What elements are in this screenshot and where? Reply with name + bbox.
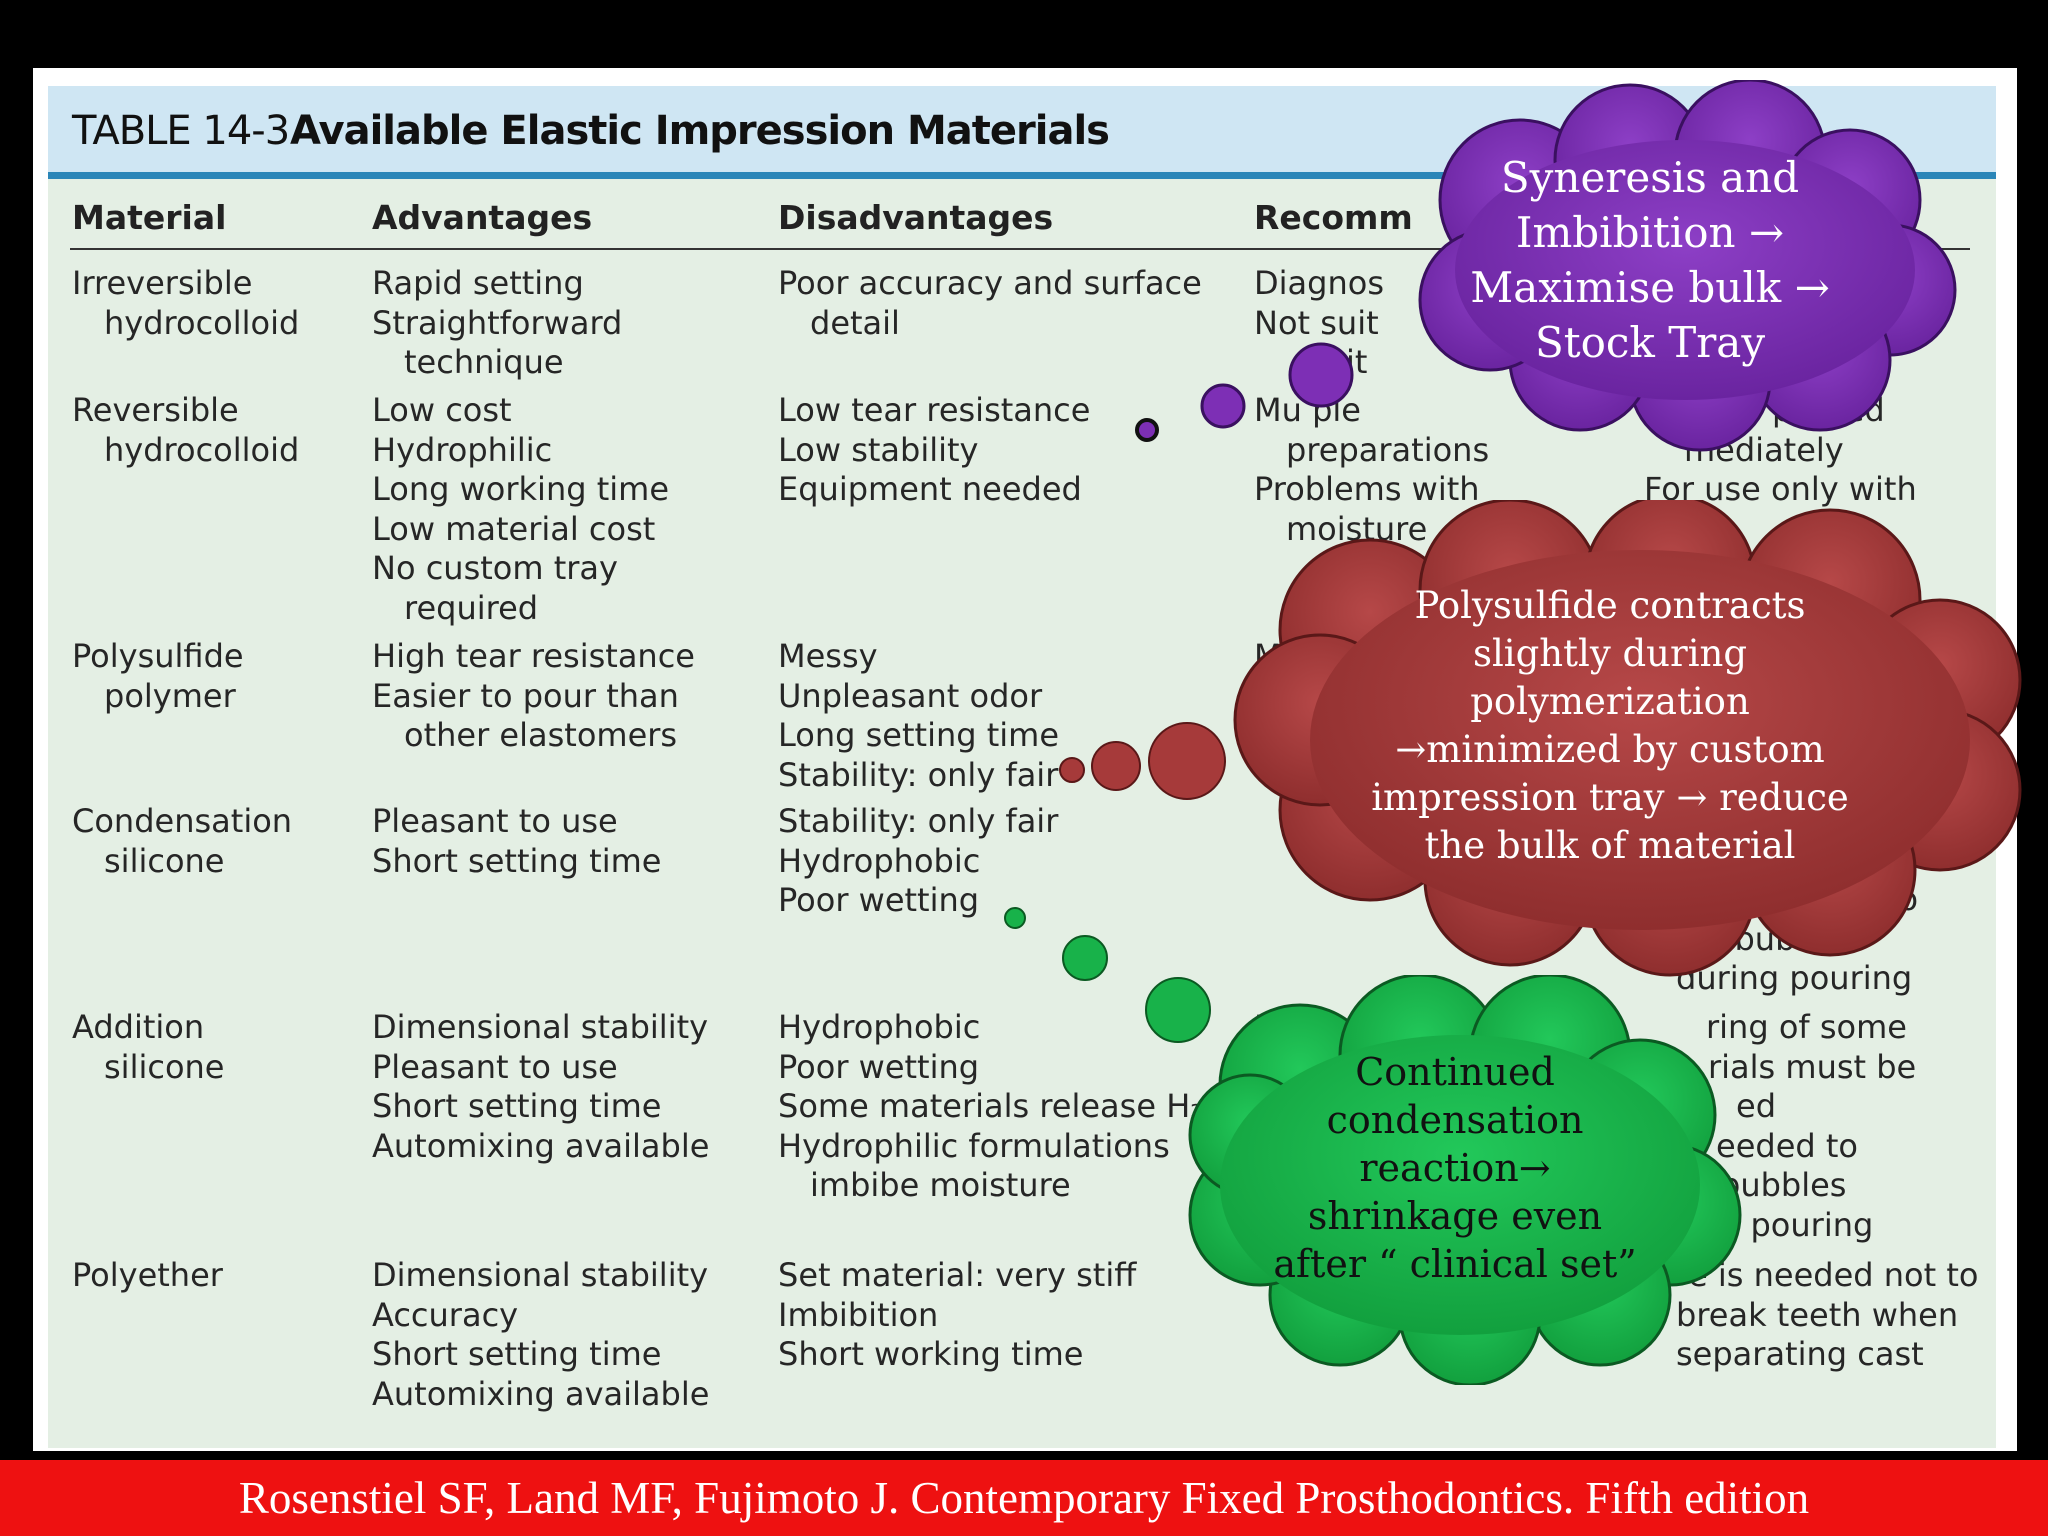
table-title: Available Elastic Impression Materials: [290, 108, 1110, 154]
green-thought-bubbles: [1004, 907, 1211, 1043]
purple-callout-text: Syneresis and Imbibition → Maximise bulk…: [1470, 153, 1830, 367]
table-number: TABLE 14-3: [72, 108, 290, 154]
red-thought-cloud: [1233, 500, 2022, 977]
green-thought-cloud: [1188, 975, 1742, 1385]
table-row-6-material: Polyether: [72, 1256, 223, 1294]
purple-thought-bubble-large: [1288, 342, 1354, 408]
header-material: Material: [72, 198, 227, 237]
red-thought-bubbles: [1059, 722, 1226, 800]
citation-text: Rosenstiel SF, Land MF, Fujimoto J. Cont…: [238, 1473, 1810, 1523]
header-recommended: Recomm: [1254, 198, 1413, 237]
green-callout-text: Continued condensation reaction→ shrinka…: [1273, 1050, 1637, 1286]
header-divider: [70, 248, 1970, 250]
header-disadvantages: Disadvantages: [778, 198, 1054, 237]
title-divider: [48, 172, 1996, 179]
purple-thought-cloud: [1418, 80, 1957, 452]
header-advantages: Advantages: [372, 198, 593, 237]
red-callout-text: Polysulfide contracts slightly during po…: [1371, 584, 1849, 867]
citation-footer: Rosenstiel SF, Land MF, Fujimoto J. Cont…: [0, 1460, 2048, 1536]
purple-thought-bubbles: [1135, 383, 1246, 442]
